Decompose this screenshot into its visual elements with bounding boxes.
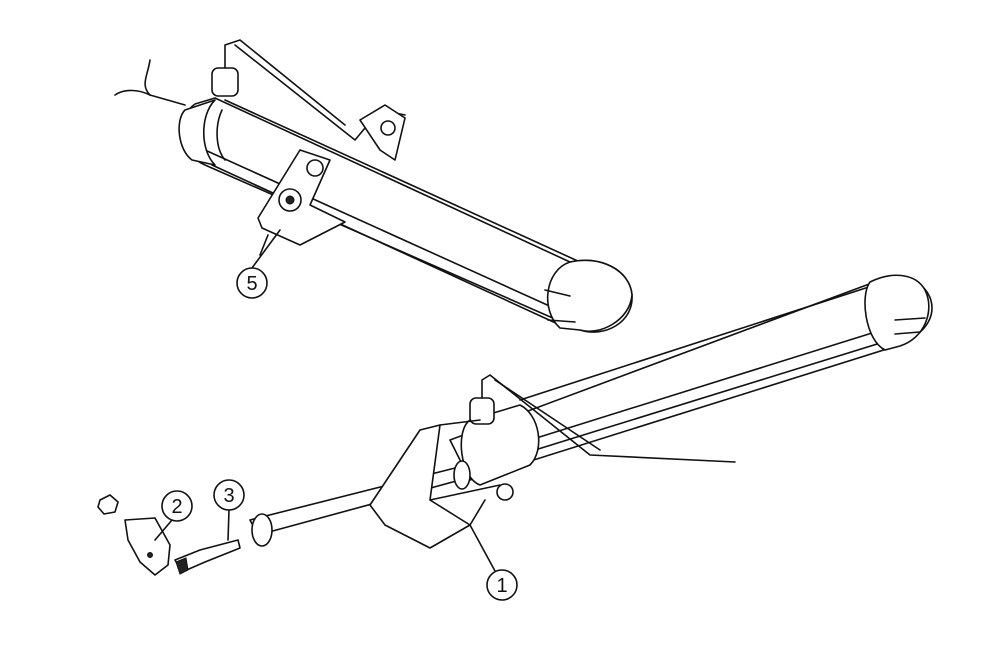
callout-1: 1 xyxy=(486,569,518,601)
nut xyxy=(97,494,119,515)
callout-5: 5 xyxy=(236,267,268,299)
upper-actuator-assembly xyxy=(114,39,633,333)
callout-label: 3 xyxy=(223,485,234,507)
callout-label: 2 xyxy=(171,496,182,518)
lower-mounting-bracket xyxy=(369,424,471,549)
small-parts xyxy=(97,494,241,576)
upper-fitting xyxy=(211,67,239,97)
leader-line-3 xyxy=(227,509,230,541)
callout-label: 5 xyxy=(246,273,257,295)
callout-2: 2 xyxy=(161,490,193,522)
clip-part-2 xyxy=(124,517,171,576)
lower-actuator-assembly xyxy=(249,274,933,549)
upper-end-cap-left xyxy=(178,99,216,166)
lower-end-housing xyxy=(460,404,540,486)
rod-end-washer xyxy=(251,513,273,547)
callout-3: 3 xyxy=(213,479,245,511)
lower-bracket-bolt xyxy=(496,483,514,501)
leader-line-1 xyxy=(469,524,496,572)
leader-line-5 xyxy=(251,229,281,269)
callout-label: 1 xyxy=(496,575,507,597)
leader-line-2 xyxy=(154,519,173,541)
lower-end-cap xyxy=(864,274,930,351)
